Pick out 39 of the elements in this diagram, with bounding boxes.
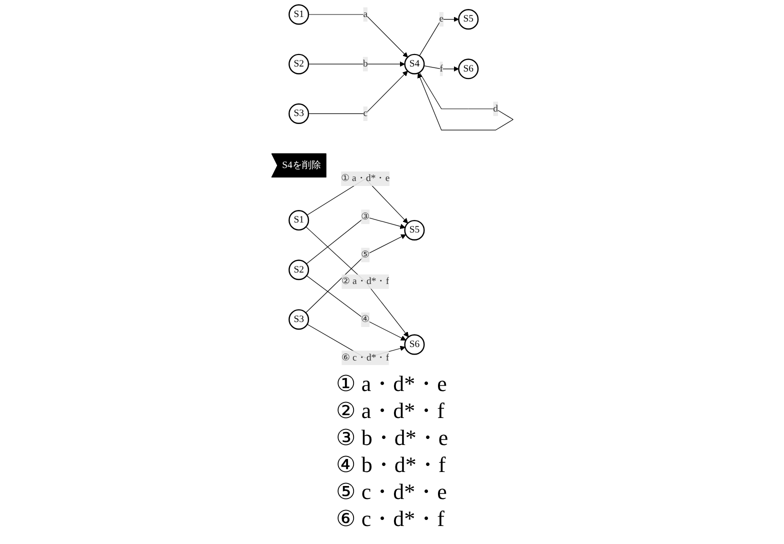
edge-label: ② a・d*・f	[341, 276, 389, 286]
edge-label: f	[439, 63, 443, 74]
node-circle: S6	[458, 58, 478, 80]
arrow	[305, 234, 406, 314]
arrow	[423, 66, 458, 72]
edge-label: a	[362, 9, 368, 20]
node-circle: S6	[404, 334, 424, 355]
formula-text: ② a・d*・f	[336, 397, 444, 424]
edge-label: c	[362, 108, 368, 119]
node-circle: S2	[288, 54, 309, 74]
edge-label: ④	[360, 314, 370, 325]
node-circle: S1	[288, 4, 309, 25]
edge-label: ① a・d*・e	[340, 173, 390, 184]
arrow	[418, 16, 458, 56]
arrow	[417, 72, 513, 130]
arrow	[308, 14, 408, 58]
arrow	[308, 70, 408, 114]
node-circle: S5	[458, 9, 478, 30]
arrow	[305, 226, 408, 338]
arrow	[306, 216, 405, 264]
node-circle: S5	[404, 220, 424, 240]
node-circle: S2	[288, 260, 309, 280]
edge-label: e	[438, 14, 444, 24]
edge-label: d	[492, 103, 498, 114]
node-circle: S3	[288, 309, 309, 330]
edge-label: ③	[360, 211, 370, 222]
formula-text: ⑥ c・d*・f	[336, 505, 444, 532]
arrow	[308, 61, 405, 67]
node-circle: S4	[404, 54, 424, 74]
formula-text: ③ b・d*・e	[336, 424, 448, 451]
edge-label: ⑥ c・d*・f	[341, 352, 389, 363]
arrow	[306, 275, 406, 340]
formula-text: ① a・d*・e	[336, 370, 447, 397]
edge-label: b	[362, 58, 368, 69]
node-circle: S1	[288, 210, 309, 231]
node-circle: S3	[288, 103, 309, 124]
formula-text: ④ b・d*・f	[336, 451, 446, 478]
formula-text: ⑤ c・d*・e	[336, 478, 447, 505]
edge-label: ⑤	[360, 250, 370, 260]
